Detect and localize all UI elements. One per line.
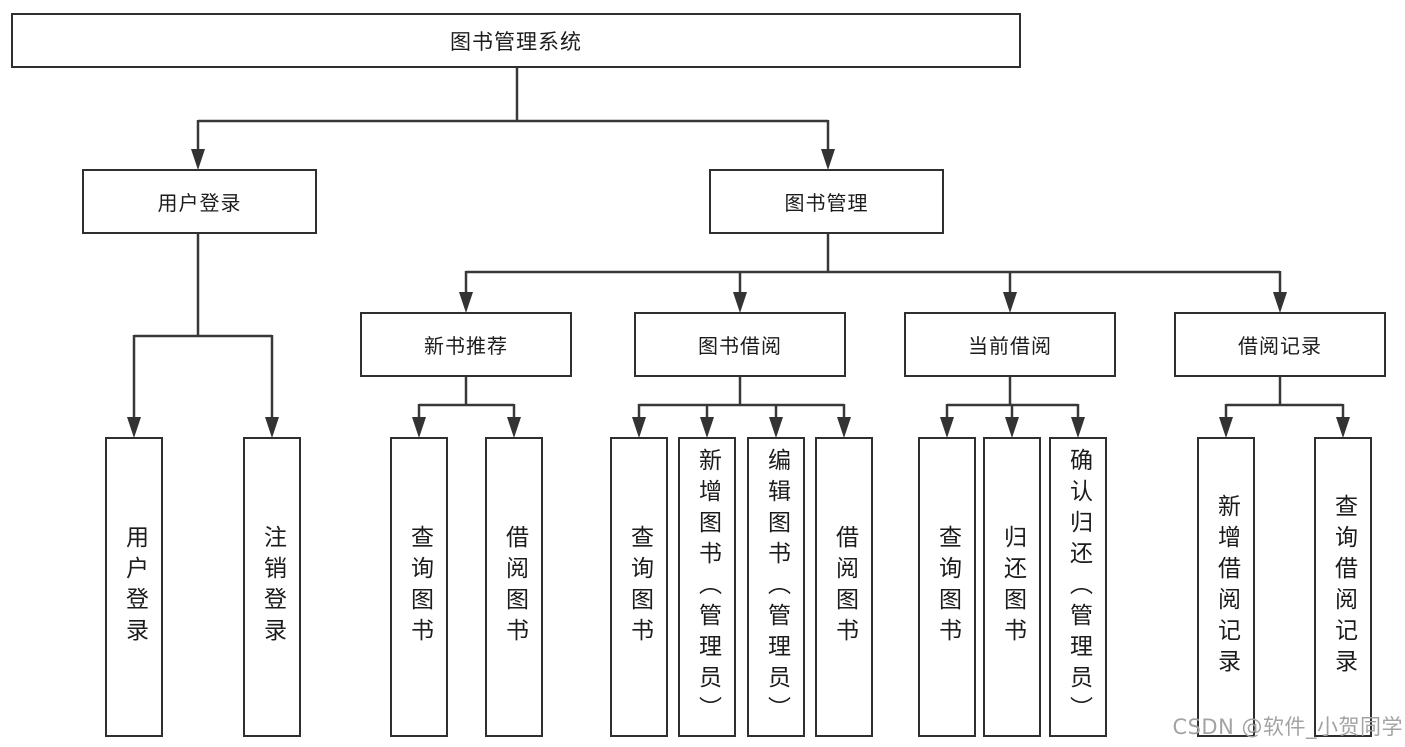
connector-current-borrow-branch (945, 377, 1080, 419)
node-user-login: 用户登录 (82, 169, 317, 234)
leaf-add-borrow-record: 新增借阅记录 (1197, 437, 1255, 737)
connector-root-to-level2 (196, 68, 830, 151)
node-book-borrow: 图书借阅 (634, 312, 846, 377)
connector-book-management-branch (464, 234, 1282, 294)
connector-new-book-branch (417, 377, 516, 419)
leaf-query-books-current: 查询图书 (918, 437, 976, 737)
node-book-management: 图书管理 (709, 169, 944, 234)
leaf-borrow-books: 借阅图书 (815, 437, 873, 737)
leaf-edit-books-admin: 编辑图书（管理员） (747, 437, 805, 737)
connector-borrow-records-branch (1224, 377, 1345, 419)
node-current-borrow: 当前借阅 (904, 312, 1116, 377)
node-root: 图书管理系统 (11, 13, 1021, 68)
watermark-text: CSDN @软件_小贺同学 (1172, 715, 1403, 739)
leaf-query-borrow-record: 查询借阅记录 (1314, 437, 1372, 737)
leaf-return-books: 归还图书 (983, 437, 1041, 737)
leaf-add-books-admin: 新增图书（管理员） (678, 437, 736, 737)
connector-book-borrow-branch (637, 377, 846, 419)
node-borrow-records: 借阅记录 (1174, 312, 1386, 377)
leaf-user-login: 用户登录 (105, 437, 163, 737)
leaf-borrow-books-recommend: 借阅图书 (485, 437, 543, 737)
leaf-confirm-return-admin: 确认归还（管理员） (1049, 437, 1107, 737)
node-new-book-recommend: 新书推荐 (360, 312, 572, 377)
leaf-logout: 注销登录 (243, 437, 301, 737)
leaf-query-books-recommend: 查询图书 (390, 437, 448, 737)
leaf-query-books-borrow: 查询图书 (610, 437, 668, 737)
connector-user-login-branch (132, 234, 274, 419)
